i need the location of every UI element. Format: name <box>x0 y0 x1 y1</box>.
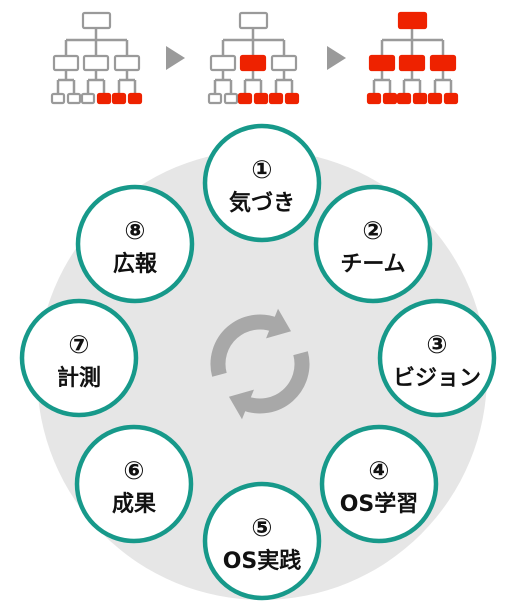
org-bottom-box <box>127 92 143 105</box>
org-bottom-box <box>443 92 459 105</box>
org-bottom-box <box>80 92 96 105</box>
org-middle-box <box>270 54 298 72</box>
org-bottom-box <box>396 92 412 105</box>
step-node-7: ⑦ 計測 <box>19 298 139 418</box>
step-circle <box>202 123 322 243</box>
org-bottom-box <box>253 92 269 105</box>
step-circle <box>74 424 194 544</box>
org-bottom-box <box>223 92 239 105</box>
org-top-box <box>238 11 269 30</box>
step-circle <box>202 481 322 601</box>
org-bottom-box <box>412 92 428 105</box>
step-node-3: ③ ビジョン <box>377 298 497 418</box>
step-label: ビジョン <box>393 366 481 391</box>
step-number: ⑧ <box>124 216 145 245</box>
org-bottom-box <box>268 92 284 105</box>
org-bottom-box <box>96 92 112 105</box>
step-node-8: ⑧ 広報 <box>75 184 195 304</box>
step-circle <box>313 184 433 304</box>
step-node-4: ④ OS学習 <box>319 424 439 544</box>
step-number: ⑦ <box>68 330 89 359</box>
step-label: OS学習 <box>340 491 419 517</box>
step-number: ⑤ <box>251 513 272 542</box>
step-circle <box>319 424 439 544</box>
org-bottom-box <box>207 92 223 105</box>
step-circle <box>19 298 139 418</box>
org-bottom-box <box>50 92 66 105</box>
step-label: 成果 <box>112 492 156 517</box>
org-chart-2 <box>207 11 300 105</box>
step-label: 気づき <box>229 190 295 216</box>
org-bottom-box <box>237 92 253 105</box>
org-middle-box <box>52 54 80 72</box>
cycle-steps: ① 気づき ② チーム ③ ビジョン ④ OS学習 ⑤ OS実践 ⑥ 成果 ⑦ 計測 ⑧ 広報 <box>19 123 497 601</box>
step-number: ④ <box>368 456 389 485</box>
org-chart-1 <box>50 11 143 105</box>
step-number: ③ <box>426 330 447 359</box>
triangle-right-icon <box>166 46 185 70</box>
org-chart-progression <box>50 11 459 105</box>
step-label: 計測 <box>57 365 101 391</box>
triangle-right-icon <box>327 46 346 70</box>
org-middle-box <box>239 54 267 72</box>
step-label: 広報 <box>113 251 158 277</box>
org-middle-box <box>398 54 426 72</box>
step-number: ① <box>251 155 272 184</box>
step-node-2: ② チーム <box>313 184 433 304</box>
step-label: OS実践 <box>223 548 302 574</box>
org-top-box <box>397 11 428 30</box>
step-node-1: ① 気づき <box>202 123 322 243</box>
org-bottom-box <box>427 92 443 105</box>
org-middle-box <box>209 54 237 72</box>
org-bottom-box <box>66 92 82 105</box>
step-label: チーム <box>340 252 405 277</box>
org-bottom-box <box>111 92 127 105</box>
step-node-5: ⑤ OS実践 <box>202 481 322 601</box>
org-bottom-box <box>382 92 398 105</box>
step-number: ⑥ <box>123 456 144 485</box>
org-middle-box <box>368 54 396 72</box>
org-bottom-box <box>366 92 382 105</box>
org-top-box <box>81 11 112 30</box>
org-middle-box <box>429 54 457 72</box>
step-circle <box>377 298 497 418</box>
org-middle-box <box>113 54 141 72</box>
org-chart-3 <box>366 11 459 105</box>
step-circle <box>75 184 195 304</box>
cycle-refresh-icon <box>210 308 310 420</box>
step-node-6: ⑥ 成果 <box>74 424 194 544</box>
step-number: ② <box>362 216 383 245</box>
org-bottom-box <box>284 92 300 105</box>
org-middle-box <box>82 54 110 72</box>
